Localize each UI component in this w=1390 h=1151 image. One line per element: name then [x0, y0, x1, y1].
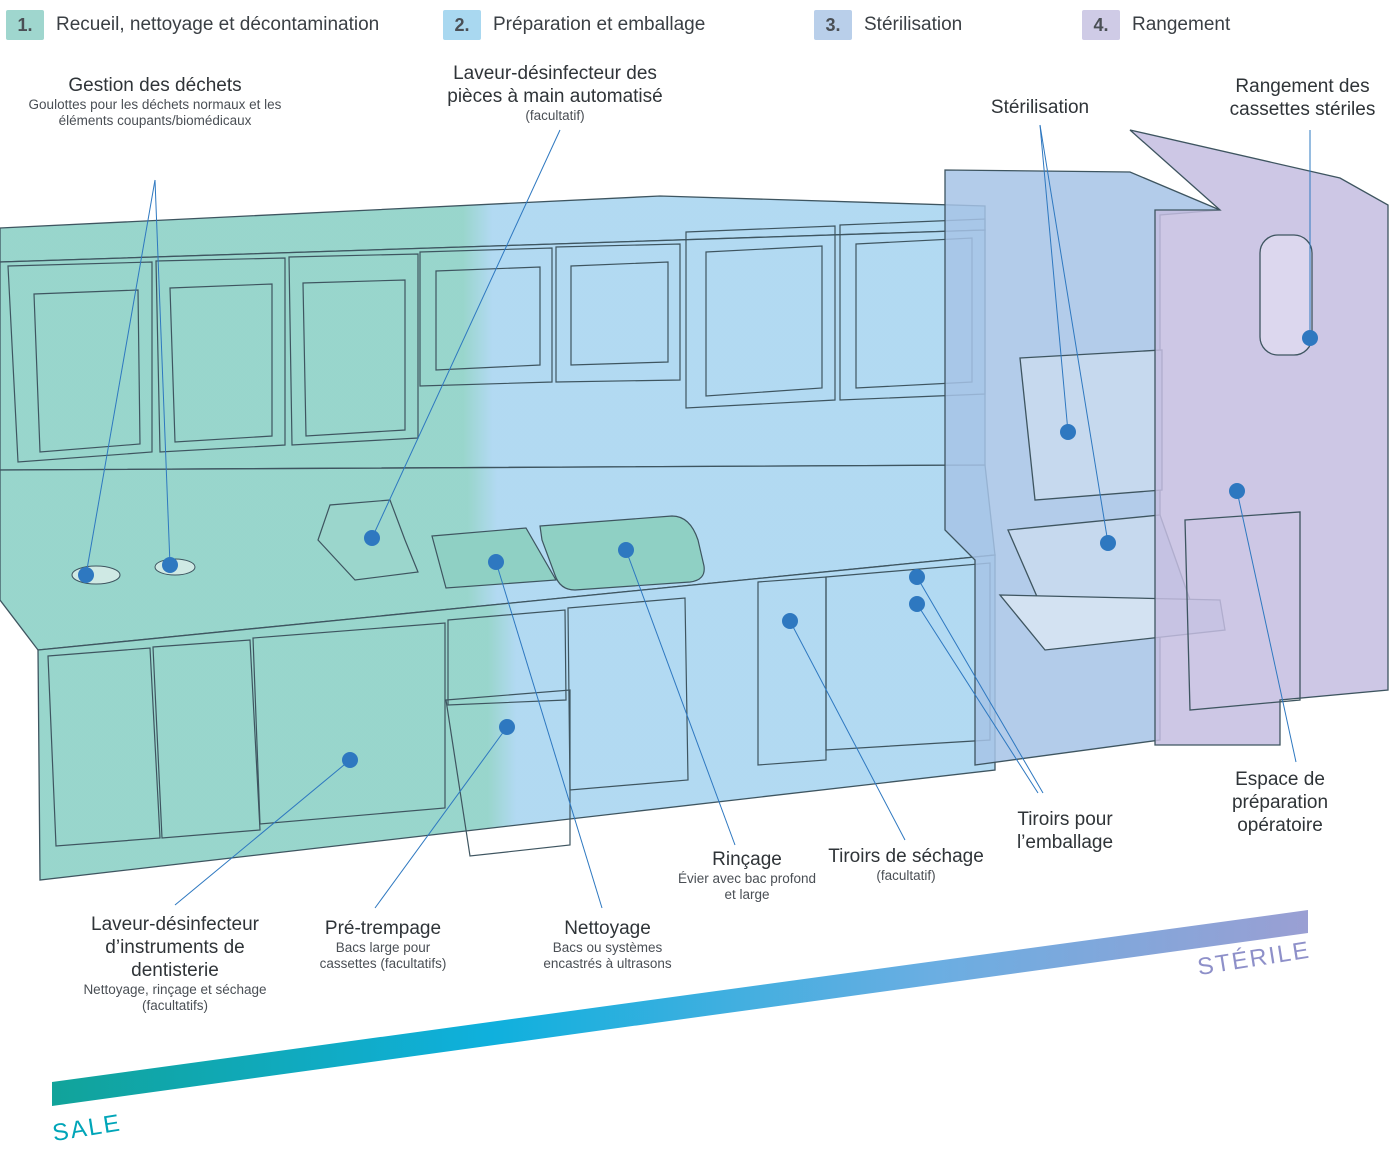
callout-rincage-title: Rinçage [712, 849, 782, 870]
callout-sechage: Tiroirs de séchage (facultatif) [816, 845, 996, 884]
counter-zone-4 [1129, 129, 1389, 746]
dot-sterilisateur [1060, 424, 1076, 440]
callout-pretrempage-sub: Bacs large pour cassettes (facultatifs) [319, 940, 447, 971]
callout-rincage-sub: Évier avec bac profond et large [677, 871, 817, 902]
dot-preparation [1229, 483, 1245, 499]
step-3-label: Stérilisation [864, 14, 963, 35]
callout-dechets: Gestion des déchets Goulottes pour les d… [5, 74, 305, 129]
dot-rincage [618, 542, 634, 558]
callout-pretrempage-title: Pré-trempage [324, 918, 442, 939]
callout-laveur-pieces-sub: (facultatif) [525, 108, 585, 123]
callout-laveur-pieces-title: Laveur-désinfecteur des pièces à main au… [447, 63, 663, 107]
callout-dechets-sub: Goulottes pour les déchets normaux et le… [28, 97, 282, 128]
callout-rangement-title: Rangement des cassettes stériles [1229, 76, 1376, 120]
step-2-label: Préparation et emballage [493, 14, 706, 35]
callout-preparation: Espace de préparation opératoire [1190, 768, 1370, 837]
callout-dechets-title: Gestion des déchets [68, 75, 242, 96]
dot-autoclave [1100, 535, 1116, 551]
callout-rangement: Rangement des cassettes stériles [1215, 75, 1390, 121]
counter-zone-3 [944, 169, 1226, 766]
step-4-number: 4. [1082, 10, 1120, 40]
lower-cabinet-doors [47, 562, 991, 857]
callout-emballage-title: Tiroirs pour l’emballage [1016, 809, 1114, 853]
dot-emballage-1 [909, 569, 925, 585]
callout-laveur-instruments-title: Laveur-désinfecteur d’instruments de den… [91, 914, 259, 981]
callout-sechage-title: Tiroirs de séchage [828, 846, 984, 867]
dot-emballage-2 [909, 596, 925, 612]
callout-laveur-instruments: Laveur-désinfecteur d’instruments de den… [70, 913, 280, 1014]
dot-laveur-pieces [364, 530, 380, 546]
callout-nettoyage-sub: Bacs ou systèmes encastrés à ultrasons [543, 940, 672, 971]
callout-nettoyage: Nettoyage Bacs ou systèmes encastrés à u… [525, 917, 690, 972]
callout-pretrempage: Pré-trempage Bacs large pour cassettes (… [318, 917, 448, 972]
callout-preparation-title: Espace de préparation opératoire [1231, 769, 1329, 836]
progression-bar [52, 910, 1308, 1106]
callout-rincage: Rinçage Évier avec bac profond et large [672, 848, 822, 903]
leader-lines [85, 124, 1311, 909]
step-1: 1. Recueil, nettoyage et décontamination [6, 8, 379, 42]
dot-pretrempage-bac [488, 554, 504, 570]
step-2: 2. Préparation et emballage [443, 8, 705, 42]
step-2-number: 2. [443, 10, 481, 40]
dot-rangement [1302, 330, 1318, 346]
callout-laveur-instruments-sub: Nettoyage, rinçage et séchage (facultati… [83, 982, 267, 1013]
step-4: 4. Rangement [1082, 8, 1230, 42]
step-4-label: Rangement [1132, 14, 1231, 35]
callout-sterilisation-title: Stérilisation [990, 97, 1090, 118]
callout-sterilisation: Stérilisation [960, 96, 1120, 119]
step-3: 3. Stérilisation [814, 8, 962, 42]
dot-dechets-coupants [162, 557, 178, 573]
dot-dechets-normaux [78, 567, 94, 583]
dot-sechage [782, 613, 798, 629]
dot-laveur-instruments [342, 752, 358, 768]
step-1-label: Recueil, nettoyage et décontamination [56, 14, 380, 35]
step-3-number: 3. [814, 10, 852, 40]
callout-sechage-sub: (facultatif) [876, 868, 936, 883]
callout-laveur-pieces: Laveur-désinfecteur des pièces à main au… [430, 62, 680, 124]
step-1-number: 1. [6, 10, 44, 40]
hotspot-dots [78, 330, 1318, 768]
dot-pretrempage [499, 719, 515, 735]
callout-nettoyage-title: Nettoyage [564, 918, 651, 939]
callout-emballage: Tiroirs pour l’emballage [1005, 808, 1125, 854]
